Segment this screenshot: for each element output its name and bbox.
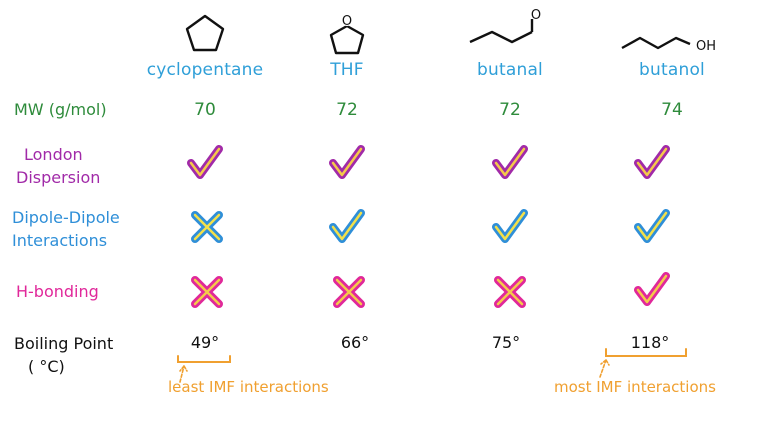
dipole-cross-icon-cyclopentane xyxy=(191,211,223,243)
bp-value-thf: 66° xyxy=(340,333,370,352)
mw-value-thf: 72 xyxy=(336,100,358,120)
london-check-icon-thf xyxy=(329,145,365,179)
bp-value-butanol: 118° xyxy=(630,333,670,352)
butanal-oxygen-label: O xyxy=(531,8,541,23)
row-label-london: London Dispersion xyxy=(16,143,100,189)
dipole-check-icon-butanol xyxy=(634,209,670,243)
column-header-butanal: butanal xyxy=(477,60,543,80)
cyclopentane-structure xyxy=(185,14,225,52)
butanol-structure: OH xyxy=(621,36,716,54)
row-label-bp-line2: ( °C) xyxy=(28,357,65,376)
hbond-cross-icon-thf xyxy=(333,276,365,308)
least-bracket-icon xyxy=(177,355,231,383)
butanol-oh-label: OH xyxy=(696,39,716,54)
thf-oxygen-label: O xyxy=(342,14,352,29)
row-label-bp: Boiling Point ( °C) xyxy=(14,332,113,378)
column-header-butanol: butanol xyxy=(639,60,705,80)
london-check-icon-butanol xyxy=(634,145,670,179)
bp-value-cyclopentane: 49° xyxy=(190,333,220,352)
least-imf-note: least IMF interactions xyxy=(168,378,329,396)
mw-value-butanal: 72 xyxy=(499,100,521,120)
hbond-cross-icon-butanal xyxy=(494,276,526,308)
column-header-cyclopentane: cyclopentane xyxy=(146,60,264,80)
dipole-check-icon-thf xyxy=(329,209,365,243)
bp-value-butanal: 75° xyxy=(491,333,521,352)
mw-value-cyclopentane: 70 xyxy=(194,100,216,120)
thf-structure: O xyxy=(329,14,365,55)
most-imf-note: most IMF interactions xyxy=(554,378,716,396)
butanal-structure: O xyxy=(469,8,541,44)
row-label-london-line2: Dispersion xyxy=(16,168,101,187)
london-check-icon-butanal xyxy=(492,145,528,179)
row-label-london-line1: London xyxy=(24,145,83,164)
column-header-thf: THF xyxy=(330,60,364,80)
hbond-check-icon-butanol xyxy=(634,272,670,306)
row-label-dipole: Dipole-Dipole Interactions xyxy=(12,206,120,252)
row-label-dipole-line2: Interactions xyxy=(12,231,108,250)
most-bracket-icon xyxy=(599,348,687,378)
row-label-hbond: H-bonding xyxy=(16,282,99,301)
row-label-mw: MW (g/mol) xyxy=(14,100,107,119)
hbond-cross-icon-cyclopentane xyxy=(191,276,223,308)
row-label-dipole-line1: Dipole-Dipole xyxy=(12,208,120,227)
row-label-bp-line1: Boiling Point xyxy=(14,334,114,353)
london-check-icon-cyclopentane xyxy=(187,145,223,179)
dipole-check-icon-butanal xyxy=(492,209,528,243)
mw-value-butanol: 74 xyxy=(661,100,683,120)
